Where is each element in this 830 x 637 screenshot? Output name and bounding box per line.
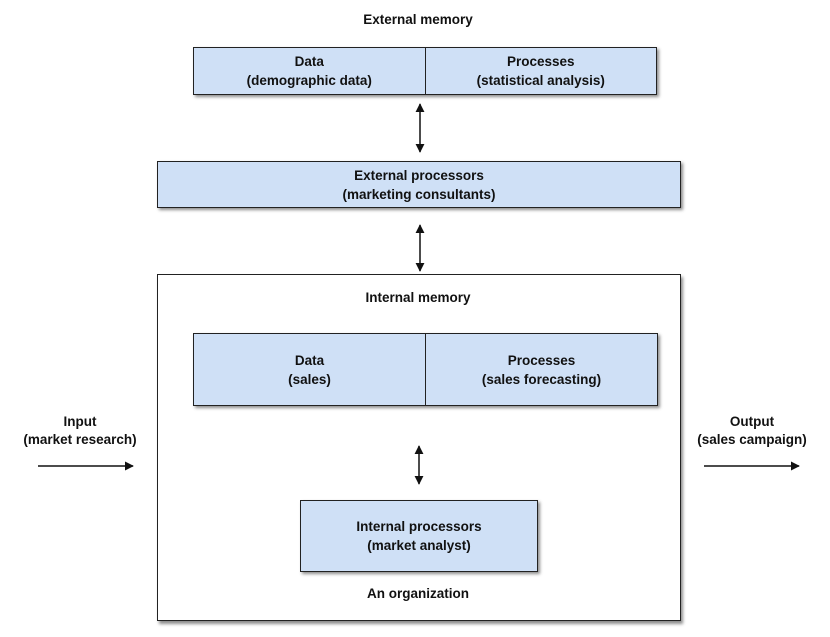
external-processes-cell: Processes (statistical analysis) xyxy=(424,48,657,94)
organization-caption: An organization xyxy=(367,586,469,601)
internal-processes-cell: Processes (sales forecasting) xyxy=(425,334,657,405)
external-processors-sublabel: (marketing consultants) xyxy=(342,186,496,202)
internal-processes-sublabel: (sales forecasting) xyxy=(481,371,602,387)
input-title: Input xyxy=(63,414,97,429)
external-processes-label: Processes xyxy=(506,54,575,69)
internal-memory-title: Internal memory xyxy=(365,290,471,305)
internal-data-label: Data xyxy=(294,352,325,368)
external-data-label: Data xyxy=(294,54,324,69)
external-data-cell: Data (demographic data) xyxy=(194,48,425,94)
external-processors-cell: External processors (marketing consultan… xyxy=(158,162,680,207)
external-processors-label: External processors xyxy=(354,167,484,183)
input-label: Input (market research) xyxy=(10,413,150,449)
internal-processors-cell: Internal processors (market analyst) xyxy=(301,501,537,571)
internal-memory-box: Data (sales) Processes (sales forecastin… xyxy=(193,333,658,406)
input-sublabel: (market research) xyxy=(23,432,137,447)
output-label: Output (sales campaign) xyxy=(682,413,822,449)
internal-processes-label: Processes xyxy=(507,352,576,368)
external-processors-box: External processors (marketing consultan… xyxy=(157,161,681,208)
internal-data-cell: Data (sales) xyxy=(194,334,425,405)
external-data-sublabel: (demographic data) xyxy=(246,73,372,88)
internal-processors-sublabel: (market analyst) xyxy=(367,538,471,553)
output-sublabel: (sales campaign) xyxy=(697,432,807,447)
output-title: Output xyxy=(729,414,775,429)
external-memory-title: External memory xyxy=(363,12,473,27)
internal-processors-label: Internal processors xyxy=(356,519,482,534)
internal-data-sublabel: (sales) xyxy=(288,371,331,387)
internal-processors-box: Internal processors (market analyst) xyxy=(300,500,538,572)
external-memory-box: Data (demographic data) Processes (stati… xyxy=(193,47,657,95)
external-processes-sublabel: (statistical analysis) xyxy=(476,73,605,88)
